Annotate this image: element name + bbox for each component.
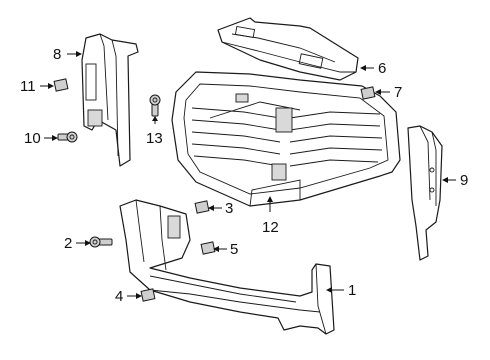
callout-5: 5: [213, 241, 238, 258]
callout-9: 9: [442, 172, 468, 189]
callout-8: 8: [53, 46, 82, 63]
callout-6-label: 6: [378, 60, 386, 77]
callout-7: 7: [375, 84, 402, 101]
callout-10-label: 10: [24, 130, 41, 147]
callout-9-label: 9: [460, 172, 468, 189]
callout-5-label: 5: [230, 241, 238, 258]
callout-12-label: 12: [262, 219, 279, 236]
part-12-shutter-assembly: [171, 71, 401, 207]
part-11-nut-clip: [53, 78, 69, 92]
callout-11-label: 11: [20, 78, 36, 95]
part-13-bolt: [149, 94, 161, 117]
callout-1: 1: [326, 282, 356, 299]
callout-2: 2: [64, 235, 91, 252]
callout-11: 11: [20, 78, 54, 95]
part-5-nut-clip: [200, 241, 216, 255]
callout-10: 10: [24, 130, 58, 147]
part-7-nut-clip: [360, 86, 376, 100]
part-8-left-air-baffle: [81, 33, 139, 167]
callout-2-label: 2: [64, 235, 72, 252]
callout-7-label: 7: [394, 84, 402, 101]
callout-8-label: 8: [53, 46, 61, 63]
part-2-bolt: [89, 236, 113, 248]
callout-3-label: 3: [225, 200, 233, 217]
shutter-louvers: [191, 107, 383, 167]
part-6-upper-baffle: [217, 17, 359, 81]
callout-3: 3: [208, 200, 233, 217]
callout-4-label: 4: [115, 288, 123, 305]
callout-12: 12: [262, 196, 279, 236]
part-10-bolt: [57, 131, 78, 143]
callout-6: 6: [360, 60, 386, 77]
callout-13-label: 13: [146, 130, 163, 147]
callout-4: 4: [115, 288, 142, 305]
part-3-nut-clip: [194, 200, 210, 214]
part-4-nut-clip: [140, 288, 156, 302]
part-1-lower-deflector: [119, 199, 335, 335]
part-9-right-side-baffle: [407, 125, 443, 261]
callout-13: 13: [146, 116, 163, 147]
callout-1-label: 1: [348, 282, 356, 299]
